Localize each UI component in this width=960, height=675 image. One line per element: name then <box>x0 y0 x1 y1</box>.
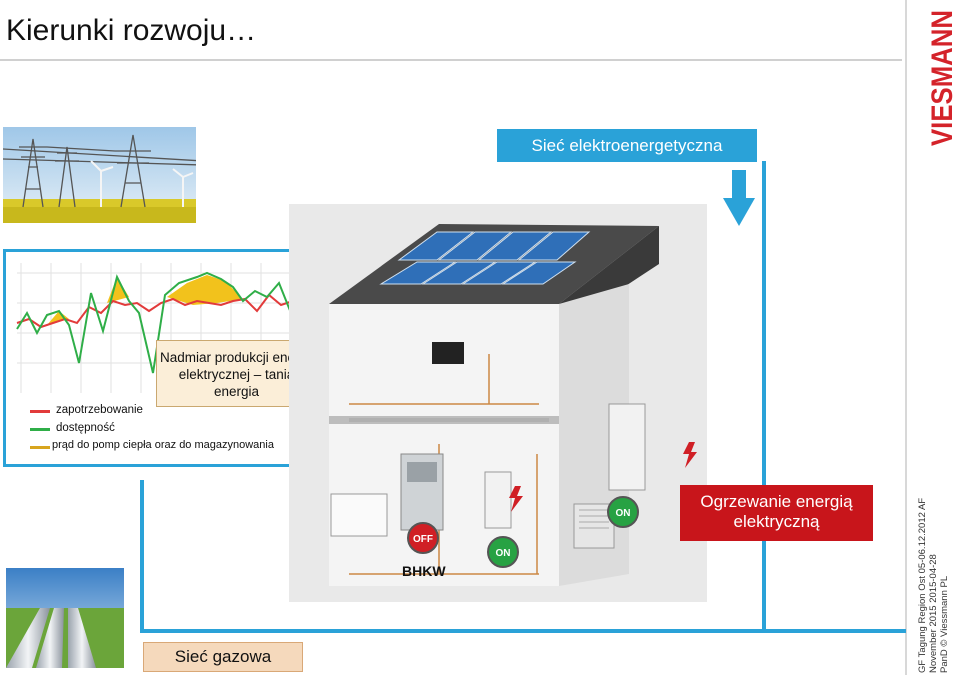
grid-connection-line <box>762 161 766 633</box>
off-button: OFF <box>407 522 439 554</box>
gas-connection-line <box>140 629 906 633</box>
on-label: ON <box>496 548 511 559</box>
title-divider <box>0 59 902 61</box>
bhkw-label: BHKW <box>402 563 446 579</box>
slide-footer: GF Tagung Region Ost 05-06.12.2012 AF No… <box>905 488 960 673</box>
viessmann-logo: VIESMANN <box>926 10 959 146</box>
electric-heating-label: Ogrzewanie energią elektryczną <box>680 485 873 541</box>
slide-title: Kierunki rozwoju… <box>6 14 257 47</box>
gas-riser-line <box>140 480 144 632</box>
on-button-air-unit: ON <box>607 496 639 528</box>
on-button-heatpump: ON <box>487 536 519 568</box>
house-illustration: OFF ON ON <box>329 224 697 586</box>
gas-grid-label: Sieć gazowa <box>143 642 303 672</box>
heatpump-legend-label: prąd do pomp ciepła oraz do magazynowani… <box>52 439 274 451</box>
availability-legend-label: dostępność <box>56 422 115 434</box>
heatpump-legend-swatch <box>30 446 50 449</box>
power-grid-label: Sieć elektroenergetyczna <box>497 129 757 162</box>
arrow-down-icon <box>723 170 755 226</box>
on-label: ON <box>616 508 631 519</box>
gas-pipeline-photo <box>6 568 124 668</box>
availability-legend-swatch <box>30 428 50 431</box>
footer-line-2: November 2015 2015-04-28 <box>928 554 939 673</box>
power-grid-photo <box>3 127 196 223</box>
demand-legend-swatch <box>30 410 50 413</box>
viessmann-logo-text: VIESMANN <box>926 10 959 146</box>
off-label: OFF <box>413 534 433 545</box>
demand-legend-label: zapotrzebowanie <box>56 404 143 416</box>
right-divider <box>905 0 907 675</box>
footer-line-1: GF Tagung Region Ost 05-06.12.2012 AF <box>917 497 928 673</box>
footer-line-3: PanD © Viessmann PL <box>939 575 950 673</box>
